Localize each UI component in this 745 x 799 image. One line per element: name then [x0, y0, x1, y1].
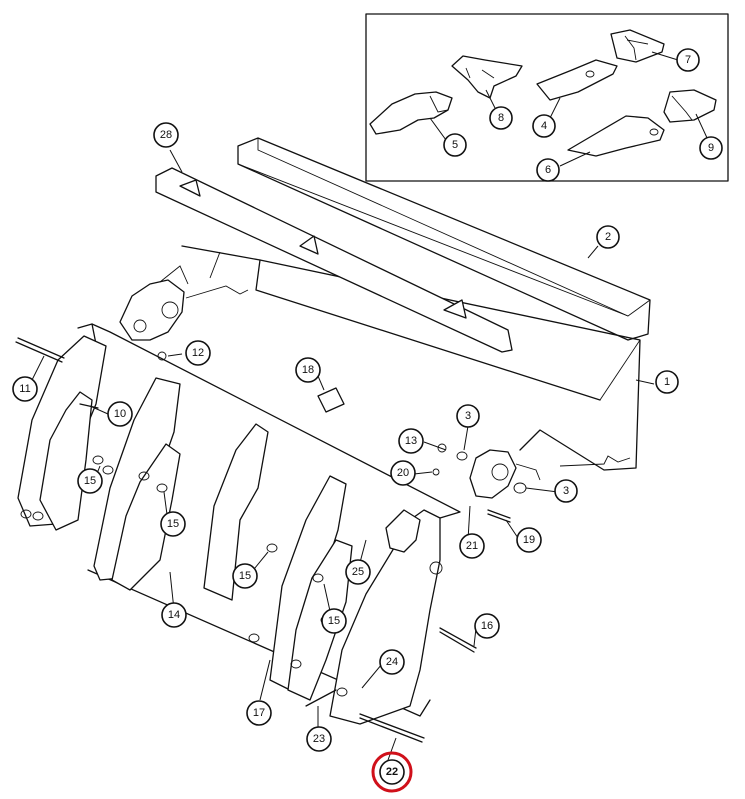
callout-3-upper: 3 — [456, 404, 480, 428]
inset-teeth-panel — [365, 13, 729, 182]
callout-10: 10 — [107, 401, 133, 427]
callout-16: 16 — [474, 613, 500, 639]
callout-5: 5 — [443, 133, 467, 157]
svg-text:16: 16 — [481, 620, 493, 632]
svg-text:15: 15 — [167, 518, 179, 530]
svg-text:17: 17 — [253, 707, 265, 719]
svg-text:19: 19 — [523, 534, 535, 546]
svg-text:6: 6 — [545, 164, 551, 176]
callout-6: 6 — [536, 158, 560, 182]
svg-text:24: 24 — [386, 656, 398, 668]
svg-text:5: 5 — [452, 139, 458, 151]
svg-text:3: 3 — [563, 485, 569, 497]
svg-text:20: 20 — [397, 467, 409, 479]
callout-20: 20 — [390, 460, 416, 486]
svg-text:11: 11 — [19, 383, 30, 395]
callout-7: 7 — [676, 48, 700, 72]
callout-15-c: 15 — [232, 563, 258, 589]
callout-9: 9 — [699, 136, 723, 160]
callout-21: 21 — [459, 533, 485, 559]
svg-text:8: 8 — [498, 112, 504, 124]
callout-28: 28 — [153, 122, 179, 148]
svg-text:15: 15 — [239, 570, 251, 582]
bushing-set — [20, 451, 527, 697]
svg-text:25: 25 — [352, 566, 364, 578]
callout-24: 24 — [379, 649, 405, 675]
callout-19: 19 — [516, 527, 542, 553]
svg-text:15: 15 — [84, 475, 96, 487]
callout-22-highlighted[interactable]: 22 — [371, 751, 413, 793]
callout-15-b: 15 — [160, 511, 186, 537]
callout-3-lower: 3 — [554, 479, 578, 503]
svg-text:15: 15 — [328, 615, 340, 627]
callout-25: 25 — [345, 559, 371, 585]
svg-text:14: 14 — [168, 609, 180, 621]
svg-text:23: 23 — [313, 733, 325, 745]
svg-text:12: 12 — [192, 347, 204, 359]
callout-11: 11 — [12, 376, 38, 402]
svg-text:2: 2 — [605, 231, 611, 243]
callout-12: 12 — [185, 340, 211, 366]
callout-15-d: 15 — [321, 608, 347, 634]
svg-text:28: 28 — [160, 129, 172, 141]
callout-18: 18 — [295, 357, 321, 383]
svg-text:9: 9 — [708, 142, 714, 154]
svg-text:4: 4 — [541, 120, 547, 132]
callout-14: 14 — [161, 602, 187, 628]
callout-17: 17 — [246, 700, 272, 726]
svg-text:13: 13 — [405, 435, 417, 447]
svg-text:10: 10 — [114, 408, 126, 420]
svg-text:1: 1 — [664, 376, 670, 388]
svg-text:18: 18 — [302, 364, 314, 376]
callout-8: 8 — [489, 106, 513, 130]
bucket-assembly — [15, 137, 651, 743]
callout-2: 2 — [596, 225, 620, 249]
svg-text:21: 21 — [466, 540, 478, 552]
svg-text:7: 7 — [685, 54, 691, 66]
callout-13: 13 — [398, 428, 424, 454]
highlight-ring — [371, 751, 413, 793]
svg-text:22: 22 — [386, 766, 398, 778]
callout-1: 1 — [655, 370, 679, 394]
svg-text:3: 3 — [465, 410, 471, 422]
callout-23: 23 — [306, 726, 332, 752]
callout-15-a: 15 — [77, 468, 103, 494]
callout-4: 4 — [532, 114, 556, 138]
